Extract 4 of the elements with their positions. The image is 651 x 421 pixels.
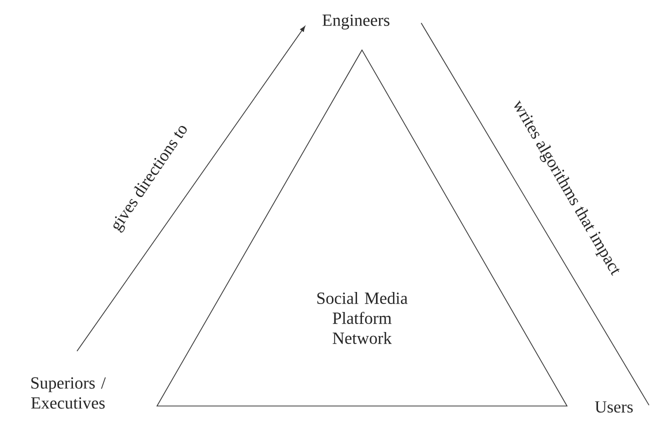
arrow	[76, 26, 306, 352]
role-label: Engineers	[322, 14, 390, 30]
role-label: Users	[595, 401, 633, 413]
role-label: Superiors / Executives	[31, 377, 106, 409]
